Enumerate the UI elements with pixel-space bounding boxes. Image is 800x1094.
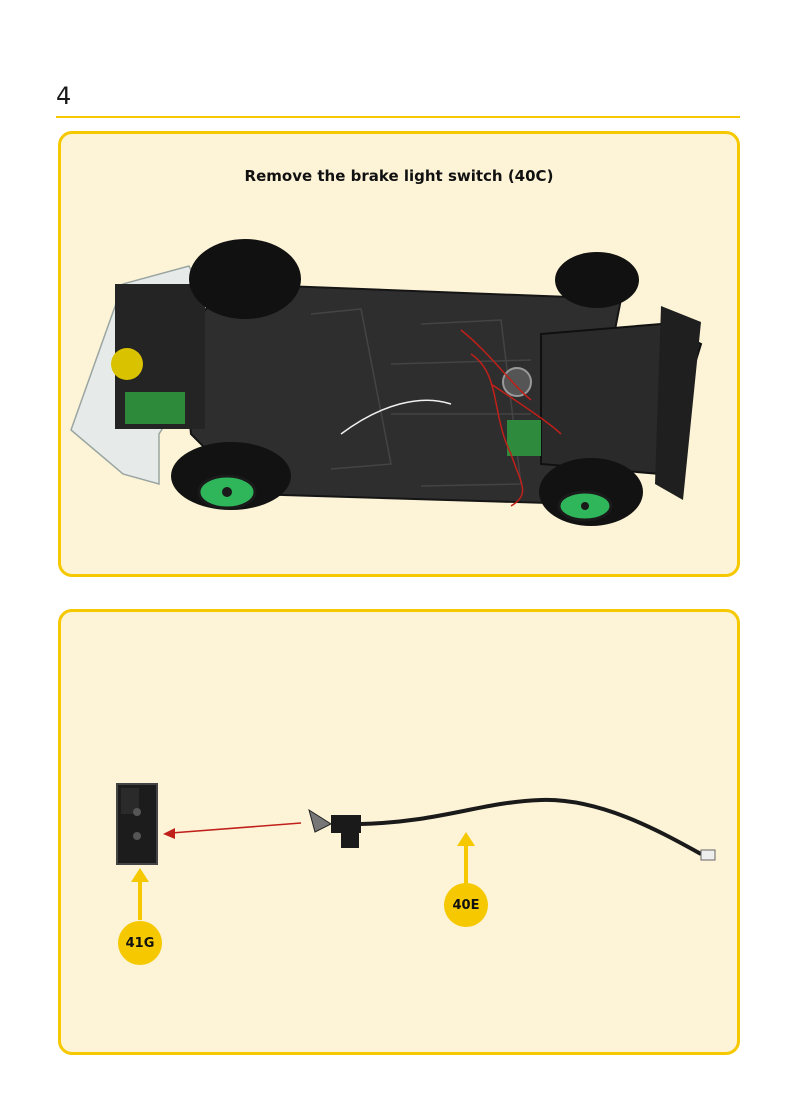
pointer-41g-head [131, 868, 149, 882]
insert-arrow [171, 823, 301, 833]
wheel-front-bottom [171, 442, 291, 510]
brake-switch-40e [309, 800, 715, 860]
step-panel-remove-switch: Remove the brake light switch (40C) [58, 131, 740, 577]
wheel-rear-top [555, 252, 639, 308]
wheel-front-top [189, 239, 301, 319]
control-board [507, 420, 541, 456]
insert-arrow-head [163, 828, 175, 839]
pointer-40e-head [457, 832, 475, 846]
chassis-illustration [61, 134, 737, 574]
mount-block-41g [117, 784, 157, 864]
step-number: 4 [56, 80, 71, 112]
yellow-fan [111, 348, 143, 380]
callout-40e: 40E [444, 883, 488, 927]
wheel-rear-bottom [539, 458, 643, 526]
green-board [125, 392, 185, 424]
header-rule [56, 116, 740, 118]
callout-41g: 41G [118, 921, 162, 965]
parts-illustration [61, 612, 737, 1052]
step-panel-parts: 41G 40E [58, 609, 740, 1055]
speaker [503, 368, 531, 396]
rear-bumper [655, 306, 701, 500]
